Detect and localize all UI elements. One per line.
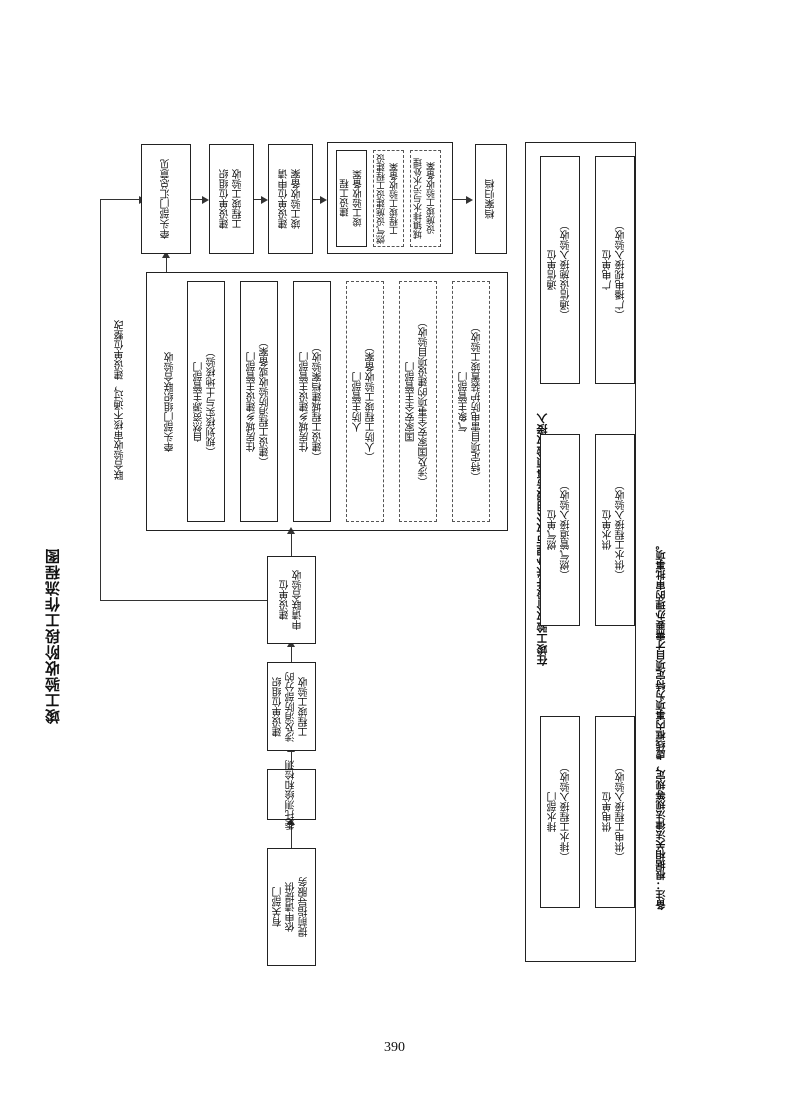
joint-item-national-security: 国家安全主管部门 （涉及国家安全事项的建设项目验收） [399,281,437,522]
step-fire-label: 建设单位组织 涉及消防部分的 工程竣工验收 [273,671,310,742]
filing-item-label: 城镇排水与污水处理 设施竣工验收备案 [413,158,437,239]
utility-item-broadcast: 广电单位 （广播电视接入验收） [595,156,635,384]
filing-item-label: 建设工程 竣工验收备案 [339,170,364,227]
arrow-right-icon [320,196,327,204]
feedback-label: 联合验收审核不通过，建设单位整改 [115,320,126,480]
step-apply-filing-label: 建设单位申请 竣工验收备案 [278,169,303,229]
step-archive-label: 档案归档 [485,179,497,219]
joint-item-label: 住房城乡建设主管部门 （建设工程消防验收或备案） [247,336,271,467]
page-title: 竣工验收阶段工作流程图 [44,548,62,724]
joint-item-label: 气象主管部门 （特定项目雷电防护装置竣工验收） [459,321,483,482]
connector-line [191,199,206,201]
connector-line [291,822,293,848]
arrow-up-icon [162,251,170,258]
step-survey-testing: 委托测绘和检测 [267,760,316,830]
joint-item-meteorology: 气象主管部门 （特定项目雷电防护装置竣工验收） [452,281,490,522]
filing-item-construction: 建设工程 竣工验收备案 [336,150,367,247]
joint-acceptance-header: 牵头部门组织联合验收 [165,352,176,452]
joint-item-urban-archive: 住房城乡建设主管部门 （建设工程城建档案验收） [293,281,331,522]
joint-item-label: 自然资源主管部门 （规划核实与土地核验） [194,346,218,457]
utility-item-label: 供水单位 （供水工程接入验收） [603,480,627,580]
step-archive: 档案归档 [475,144,507,254]
step-summary-label: 牵头部门汇总意见 [160,159,172,239]
joint-item-label: 人防主管部门 （人防工程竣工验收备案） [353,341,377,462]
step-guidance-service: 有关部门 依申请提供 提前指导服务 [267,848,316,966]
arrow-right-icon [466,196,473,204]
step-lead-dept-summary: 牵头部门汇总意见 [141,144,191,254]
utilities-group [525,142,636,962]
arrow-up-icon [287,818,295,825]
utility-item-water: 供水单位 （供水工程接入验收） [595,434,635,626]
filing-item-gas: 燃气设施建设工程建设 工程竣工验收备案 [373,150,404,247]
arrow-right-icon [261,196,268,204]
filing-item-drainage: 城镇排水与污水处理 设施竣工验收备案 [410,150,441,247]
utility-item-telecom: 通信单位 （通信设施接入验收） [540,156,580,384]
utility-item-gas: 燃气单位 （燃气管道接入验收） [540,434,580,626]
step-fire-acceptance: 建设单位组织 涉及消防部分的 工程竣工验收 [267,662,316,751]
step-apply-filing: 建设单位申请 竣工验收备案 [268,144,313,254]
joint-item-civil-defense: 人防主管部门 （人防工程竣工验收备案） [346,281,384,522]
feedback-line [100,199,140,201]
arrow-right-icon [202,196,209,204]
joint-item-label: 国家安全主管部门 （涉及国家安全事项的建设项目验收） [406,316,430,487]
page-number: 390 [384,1040,405,1055]
utility-item-label: 通信单位 （通信设施接入验收） [548,220,572,320]
feedback-line [100,600,267,602]
connector-line [313,199,324,201]
feedback-line [100,199,102,601]
step-apply-joint-acceptance: 建设单位 申请联合验收 [267,556,316,644]
filing-group [327,142,453,254]
utility-item-label: 广电单位 （广播电视接入验收） [603,220,627,320]
footnote: 备注：根据相关法律法规等规定，虚线框内事项为特定项目才需要办理的审批事项。 [657,540,668,910]
step-completion-acceptance: 建设单位组织 工程竣工验收 [209,144,254,254]
utility-item-power: 供电单位 （供电工程接入验收） [595,716,635,908]
step-guidance-label: 有关部门 依申请提供 提前指导服务 [273,877,310,937]
utility-item-label: 燃气单位 （燃气管道接入验收） [548,480,572,580]
connector-line [291,643,293,662]
utility-item-drainage: 排水部门 （排水工程接入验收） [540,716,580,908]
connector-line [254,199,265,201]
joint-acceptance-group [146,272,508,531]
connector-line [166,254,168,272]
joint-item-fire-protection: 住房城乡建设主管部门 （建设工程消防验收或备案） [240,281,278,522]
filing-item-label: 燃气设施建设工程建设 工程竣工验收备案 [376,153,400,244]
step-apply-joint-label: 建设单位 申请联合验收 [279,570,304,630]
joint-item-label: 住房城乡建设主管部门 （建设工程城建档案验收） [300,341,324,462]
utility-item-label: 排水部门 （排水工程接入验收） [548,762,572,862]
connector-line [291,530,293,556]
joint-item-natural-resources: 自然资源主管部门 （规划核实与土地核验） [187,281,225,522]
utility-item-label: 供电单位 （供电工程接入验收） [603,762,627,862]
connector-line [453,199,470,201]
step-completion-label: 建设单位组织 工程竣工验收 [219,169,244,229]
connector-line [291,748,293,769]
step-survey-label: 委托测绘和检测 [286,759,297,830]
